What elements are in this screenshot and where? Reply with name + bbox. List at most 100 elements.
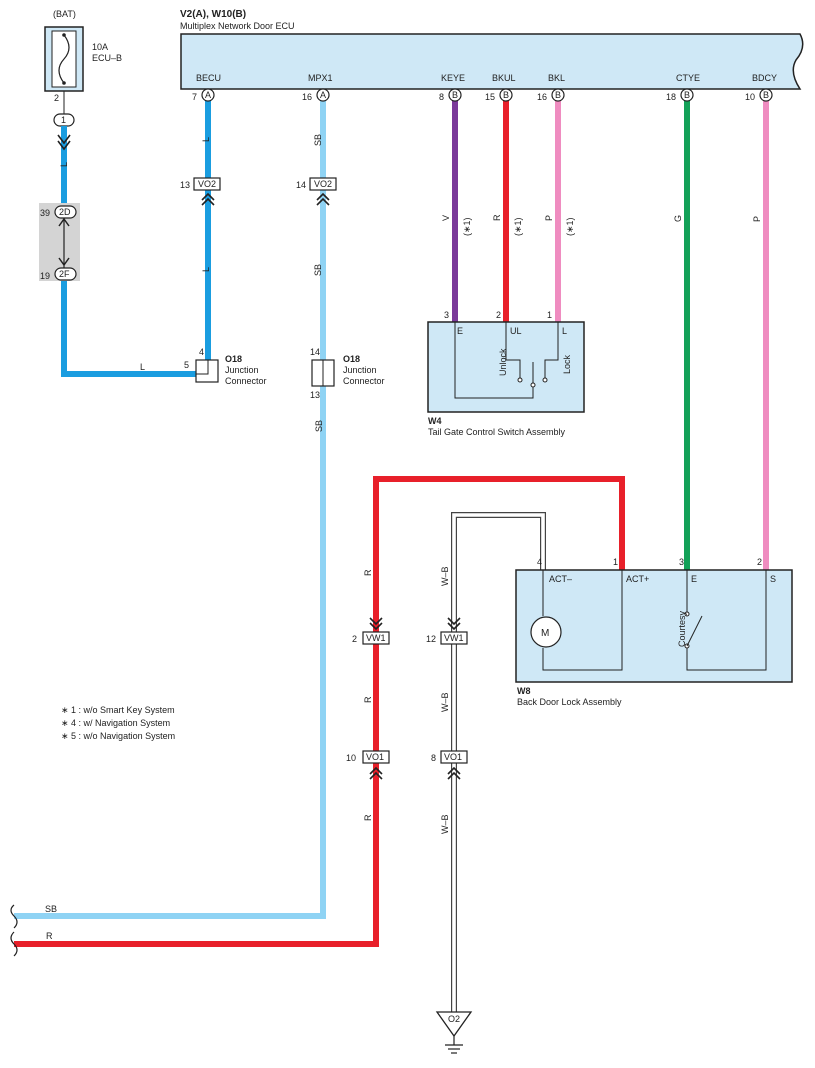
svg-text:4: 4	[199, 347, 204, 357]
svg-text:O18: O18	[225, 354, 242, 364]
connector-vo2-left: 13 VO2	[180, 177, 221, 206]
svg-text:CTYE: CTYE	[676, 73, 700, 83]
wire-label-l-3: L	[201, 267, 211, 272]
svg-text:3: 3	[679, 557, 684, 567]
wire-break-r	[10, 931, 18, 957]
svg-text:BECU: BECU	[196, 73, 221, 83]
svg-text:2: 2	[496, 310, 501, 320]
footnote-1: ∗ 1 : w/o Smart Key System	[61, 705, 175, 715]
svg-text:VO1: VO1	[444, 752, 462, 762]
wire-label-r-2: R	[363, 569, 373, 576]
svg-text:O18: O18	[343, 354, 360, 364]
wire-label-l-2: L	[201, 137, 211, 142]
fuse-icon	[58, 34, 70, 84]
ecu-pin-bkul: BKUL 15 B	[485, 73, 516, 102]
svg-text:2F: 2F	[59, 269, 70, 279]
svg-text:B: B	[684, 90, 690, 100]
wire-label-l-1: L	[59, 162, 69, 167]
fuse-rating: 10A	[92, 42, 108, 52]
svg-text:Junction: Junction	[343, 365, 377, 375]
svg-text:Connector: Connector	[225, 376, 267, 386]
svg-text:2D: 2D	[59, 207, 71, 217]
svg-text:18: 18	[666, 92, 676, 102]
svg-text:KEYE: KEYE	[441, 73, 465, 83]
wire-label-g: G	[673, 215, 683, 222]
svg-text:MPX1: MPX1	[308, 73, 333, 83]
svg-text:Back Door Lock Assembly: Back Door Lock Assembly	[517, 697, 622, 707]
wire-label-note-p: (∗1)	[565, 217, 575, 236]
svg-text:B: B	[503, 90, 509, 100]
wire-label-p-2: P	[752, 216, 762, 222]
ecu-pin-becu: BECU 7 A	[192, 73, 221, 102]
ground-o2: O2	[435, 1011, 473, 1054]
ecu-box	[180, 33, 804, 90]
svg-text:B: B	[763, 90, 769, 100]
footnotes: ∗ 1 : w/o Smart Key System ∗ 4 : w/ Navi…	[61, 705, 175, 741]
wire-label-note-v: (∗1)	[462, 217, 472, 236]
motor-icon	[530, 616, 562, 648]
svg-text:ACT+: ACT+	[626, 574, 649, 584]
svg-text:39: 39	[40, 208, 50, 218]
wire-label-note-r: (∗1)	[513, 217, 523, 236]
ecu-pin-bdcy: BDCY 10 B	[745, 73, 777, 102]
splice-2f: 19 2F	[40, 267, 77, 281]
svg-text:VW1: VW1	[366, 633, 386, 643]
wire-label-sb-3: SB	[314, 420, 324, 432]
w4-unlock-label: Unlock	[498, 348, 508, 376]
svg-text:M: M	[541, 628, 549, 639]
wire-label-sb-bottom: SB	[45, 904, 57, 914]
svg-text:VW1: VW1	[444, 633, 464, 643]
svg-text:10: 10	[346, 753, 356, 763]
wire-label-r-1: R	[492, 214, 502, 221]
wire-label-r-3: R	[363, 696, 373, 703]
svg-text:2: 2	[757, 557, 762, 567]
svg-text:2: 2	[352, 634, 357, 644]
svg-text:O2: O2	[448, 1014, 460, 1024]
connector-vo2-right: 14 VO2	[296, 177, 337, 206]
wire-label-l-4: L	[140, 362, 145, 372]
bat-pin-num: 2	[54, 93, 59, 103]
junction-connector-2: 14 13 O18 Junction Connector	[310, 347, 385, 400]
wire-label-wb-2: W–B	[440, 692, 450, 712]
bat-label: (BAT)	[53, 9, 76, 19]
svg-text:16: 16	[302, 92, 312, 102]
svg-text:7: 7	[192, 92, 197, 102]
wire-label-wb-1: W–B	[440, 566, 450, 586]
bat-arrow	[57, 134, 71, 151]
svg-text:16: 16	[537, 92, 547, 102]
svg-text:L: L	[562, 326, 567, 336]
wire-label-sb-2: SB	[313, 264, 323, 276]
connector-vw1-left: 2 VW1	[352, 617, 390, 645]
svg-text:5: 5	[184, 360, 189, 370]
svg-text:BKUL: BKUL	[492, 73, 516, 83]
svg-text:S: S	[770, 574, 776, 584]
footnote-4: ∗ 4 : w/ Navigation System	[61, 718, 170, 728]
footnote-5: ∗ 5 : w/o Navigation System	[61, 731, 175, 741]
svg-text:15: 15	[485, 92, 495, 102]
wire-label-wb-3: W–B	[440, 814, 450, 834]
ecu-pin-ctye: CTYE 18 B	[666, 73, 700, 102]
ecu-pin-keye: KEYE 8 B	[439, 73, 465, 102]
svg-text:14: 14	[310, 347, 320, 357]
w4-switch-assembly: 3 2 1 E UL L Unlock Lock W4 Tail Gate Co…	[427, 310, 585, 437]
svg-text:UL: UL	[510, 326, 522, 336]
connector-vw1-right: 12 VW1	[426, 617, 468, 645]
wire-label-r-4: R	[363, 814, 373, 821]
wire-r-act	[14, 476, 625, 947]
svg-text:Junction: Junction	[225, 365, 259, 375]
svg-text:W8: W8	[517, 686, 531, 696]
svg-text:4: 4	[537, 557, 542, 567]
svg-text:1: 1	[613, 557, 618, 567]
w4-lock-label: Lock	[562, 354, 572, 374]
svg-text:W4: W4	[428, 416, 442, 426]
svg-text:ACT–: ACT–	[549, 574, 572, 584]
w8-lock-assembly: 4 1 3 2 ACT– ACT+ E S M Courtesy W8 Back…	[515, 557, 793, 707]
ecu-pin-mpx1: MPX1 16 A	[302, 73, 333, 102]
svg-text:1: 1	[547, 310, 552, 320]
ecu-pin-bkl: BKL 16 B	[537, 73, 565, 102]
svg-text:E: E	[457, 326, 463, 336]
junction-connector-1: 4 5 O18 Junction Connector	[184, 347, 267, 386]
svg-text:B: B	[452, 90, 458, 100]
svg-text:12: 12	[426, 634, 436, 644]
